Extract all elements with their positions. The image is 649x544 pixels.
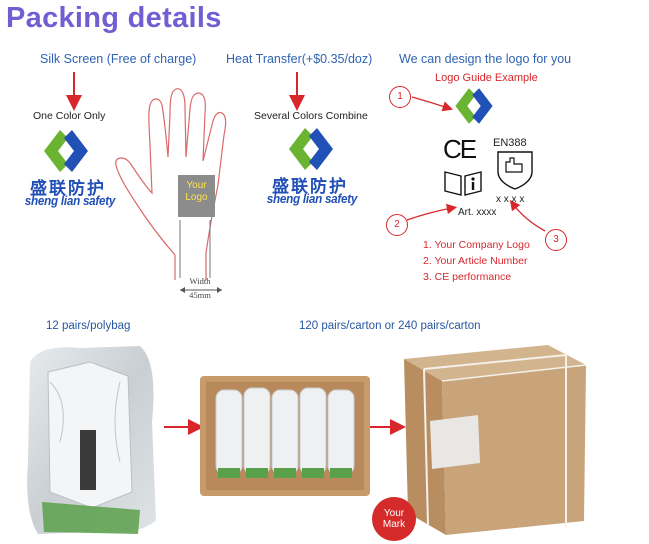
guide-pointer-2 <box>406 203 458 221</box>
article-number: Art. xxxx <box>458 207 497 218</box>
shield-icon <box>497 151 533 190</box>
sealed-carton-photo <box>398 345 588 537</box>
performance-digits: x x x x <box>496 194 525 205</box>
guide-number-2: 2 <box>386 214 408 236</box>
your-logo-placeholder: Your Logo <box>178 175 215 217</box>
your-mark-line1: Your <box>383 508 405 519</box>
width-label-text: Width <box>189 276 211 286</box>
heat-brand-cn: 盛联防护 <box>272 177 348 197</box>
design-logo-heading: We can design the logo for you <box>399 52 572 66</box>
guide-pointer-3 <box>509 199 546 232</box>
your-mark-badge: Your Mark <box>372 497 416 541</box>
brand-logo-icon <box>455 88 493 124</box>
en388-label: EN388 <box>493 137 527 149</box>
your-mark-line2: Mark <box>382 519 406 530</box>
polybag-photo <box>20 342 160 537</box>
carton-heading: 120 pairs/carton or 240 pairs/carton <box>299 320 481 332</box>
page-title: Packing details <box>6 2 222 34</box>
open-carton-photo <box>200 376 370 496</box>
width-label: Width 45mm <box>172 276 228 300</box>
heat-transfer-heading: Heat Transfer(+$0.35/doz) <box>226 52 373 66</box>
glove-outline <box>115 88 227 280</box>
ce-mark: CE <box>443 134 477 164</box>
your-logo-line1: Your <box>186 180 207 191</box>
silk-screen-heading: Silk Screen (Free of charge) <box>40 52 197 66</box>
brand-logo-icon <box>289 128 333 170</box>
guide-note-2: 2. Your Article Number <box>423 255 528 267</box>
silk-brand-en: sheng lian safety <box>24 193 116 208</box>
width-value: 45mm <box>189 290 211 300</box>
guide-number-1: 1 <box>389 86 411 108</box>
width-dimension-line <box>180 287 222 293</box>
your-logo-line2: Logo <box>185 192 208 203</box>
guide-note-1: 1. Your Company Logo <box>423 239 530 251</box>
silk-label: One Color Only <box>33 110 106 122</box>
guide-notes: 1. Your Company Logo 2. Your Article Num… <box>423 237 530 285</box>
guide-note-3: 3. CE performance <box>423 271 512 283</box>
polybag-heading: 12 pairs/polybag <box>46 320 131 332</box>
silk-brand-cn: 盛联防护 <box>30 179 106 199</box>
guide-number-3: 3 <box>545 229 567 251</box>
heat-brand-en: sheng lian safety <box>266 191 358 206</box>
guide-pointer-1 <box>411 96 453 112</box>
heat-label: Several Colors Combine <box>254 110 368 122</box>
guide-title: Logo Guide Example <box>435 72 538 84</box>
info-book-icon <box>444 171 482 196</box>
brand-logo-icon <box>44 130 88 172</box>
